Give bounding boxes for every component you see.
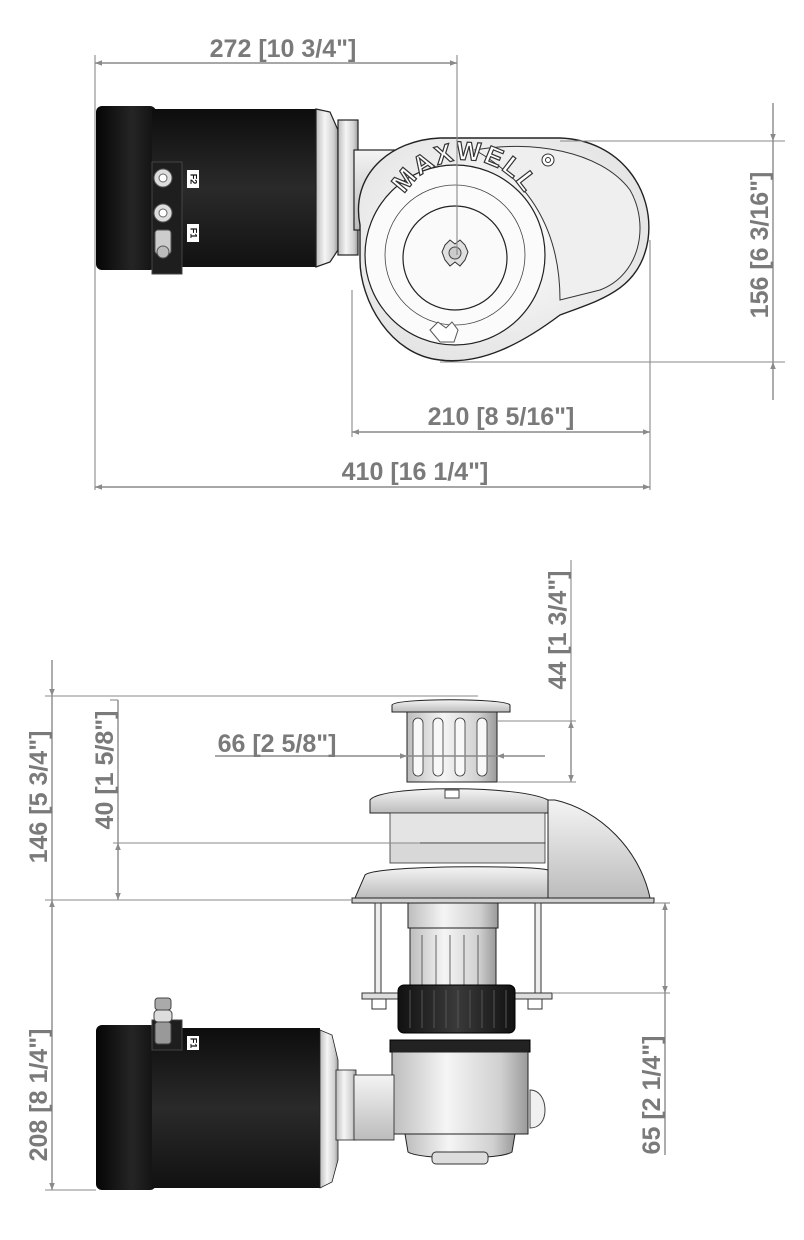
terminal-f1-icon bbox=[153, 203, 173, 223]
dimension-208: 208 [8 1/4"] bbox=[25, 900, 96, 1191]
deck-unit-top-view: MAXWELL bbox=[357, 135, 650, 362]
dimension-label-208: 208 [8 1/4"] bbox=[25, 1029, 53, 1162]
dimension-label-65: 65 [2 1/4"] bbox=[638, 1036, 666, 1155]
terminal-a1-icon bbox=[154, 229, 172, 259]
motor-top-view: F2 F1 bbox=[96, 106, 400, 275]
dimension-label-156: 156 [6 3/16"] bbox=[746, 172, 774, 319]
terminal-f2-icon bbox=[153, 168, 173, 188]
dimension-272: 272 [10 3/4"] bbox=[94, 35, 458, 490]
terminal-label-f1: F1 bbox=[189, 228, 199, 239]
dimension-label-66: 66 [2 5/8"] bbox=[218, 730, 337, 758]
dimension-65: 65 [2 1/4"] bbox=[552, 902, 670, 1155]
dimension-44: 44 [1 3/4"] bbox=[497, 560, 576, 783]
terminal-label-f2: F2 bbox=[189, 174, 199, 185]
dimension-410: 410 [16 1/4"] bbox=[95, 458, 650, 490]
dimension-label-210: 210 [8 5/16"] bbox=[428, 403, 575, 431]
capstan bbox=[391, 699, 511, 783]
dimension-210: 210 [8 5/16"] bbox=[351, 240, 651, 490]
dimension-156: 156 [6 3/16"] bbox=[440, 103, 785, 400]
dimension-40: 40 [1 5/8"] bbox=[91, 699, 420, 900]
dimension-label-410: 410 [16 1/4"] bbox=[342, 458, 489, 486]
motor-side-view: F1 bbox=[96, 997, 395, 1190]
dimension-label-44: 44 [1 3/4"] bbox=[544, 571, 572, 690]
deck-unit-side-view bbox=[351, 788, 655, 904]
side-view: F1 44 [1 3/4"] 66 [2 5/8"] 146 [5 3/4"] bbox=[25, 560, 670, 1191]
top-view: F2 F1 MAXWELL 272 [10 3/4"] bbox=[94, 35, 785, 490]
dimension-label-272: 272 [10 3/4"] bbox=[210, 35, 357, 63]
dimension-label-40: 40 [1 5/8"] bbox=[91, 711, 119, 830]
below-deck-shaft bbox=[361, 902, 553, 1165]
terminal-label-f1-side: F1 bbox=[189, 1038, 199, 1049]
dimension-146: 146 [5 3/4"] bbox=[25, 660, 478, 901]
terminal-bolt-icon bbox=[153, 997, 173, 1045]
dimension-66: 66 [2 5/8"] bbox=[215, 730, 545, 759]
dimension-label-146: 146 [5 3/4"] bbox=[25, 731, 53, 864]
